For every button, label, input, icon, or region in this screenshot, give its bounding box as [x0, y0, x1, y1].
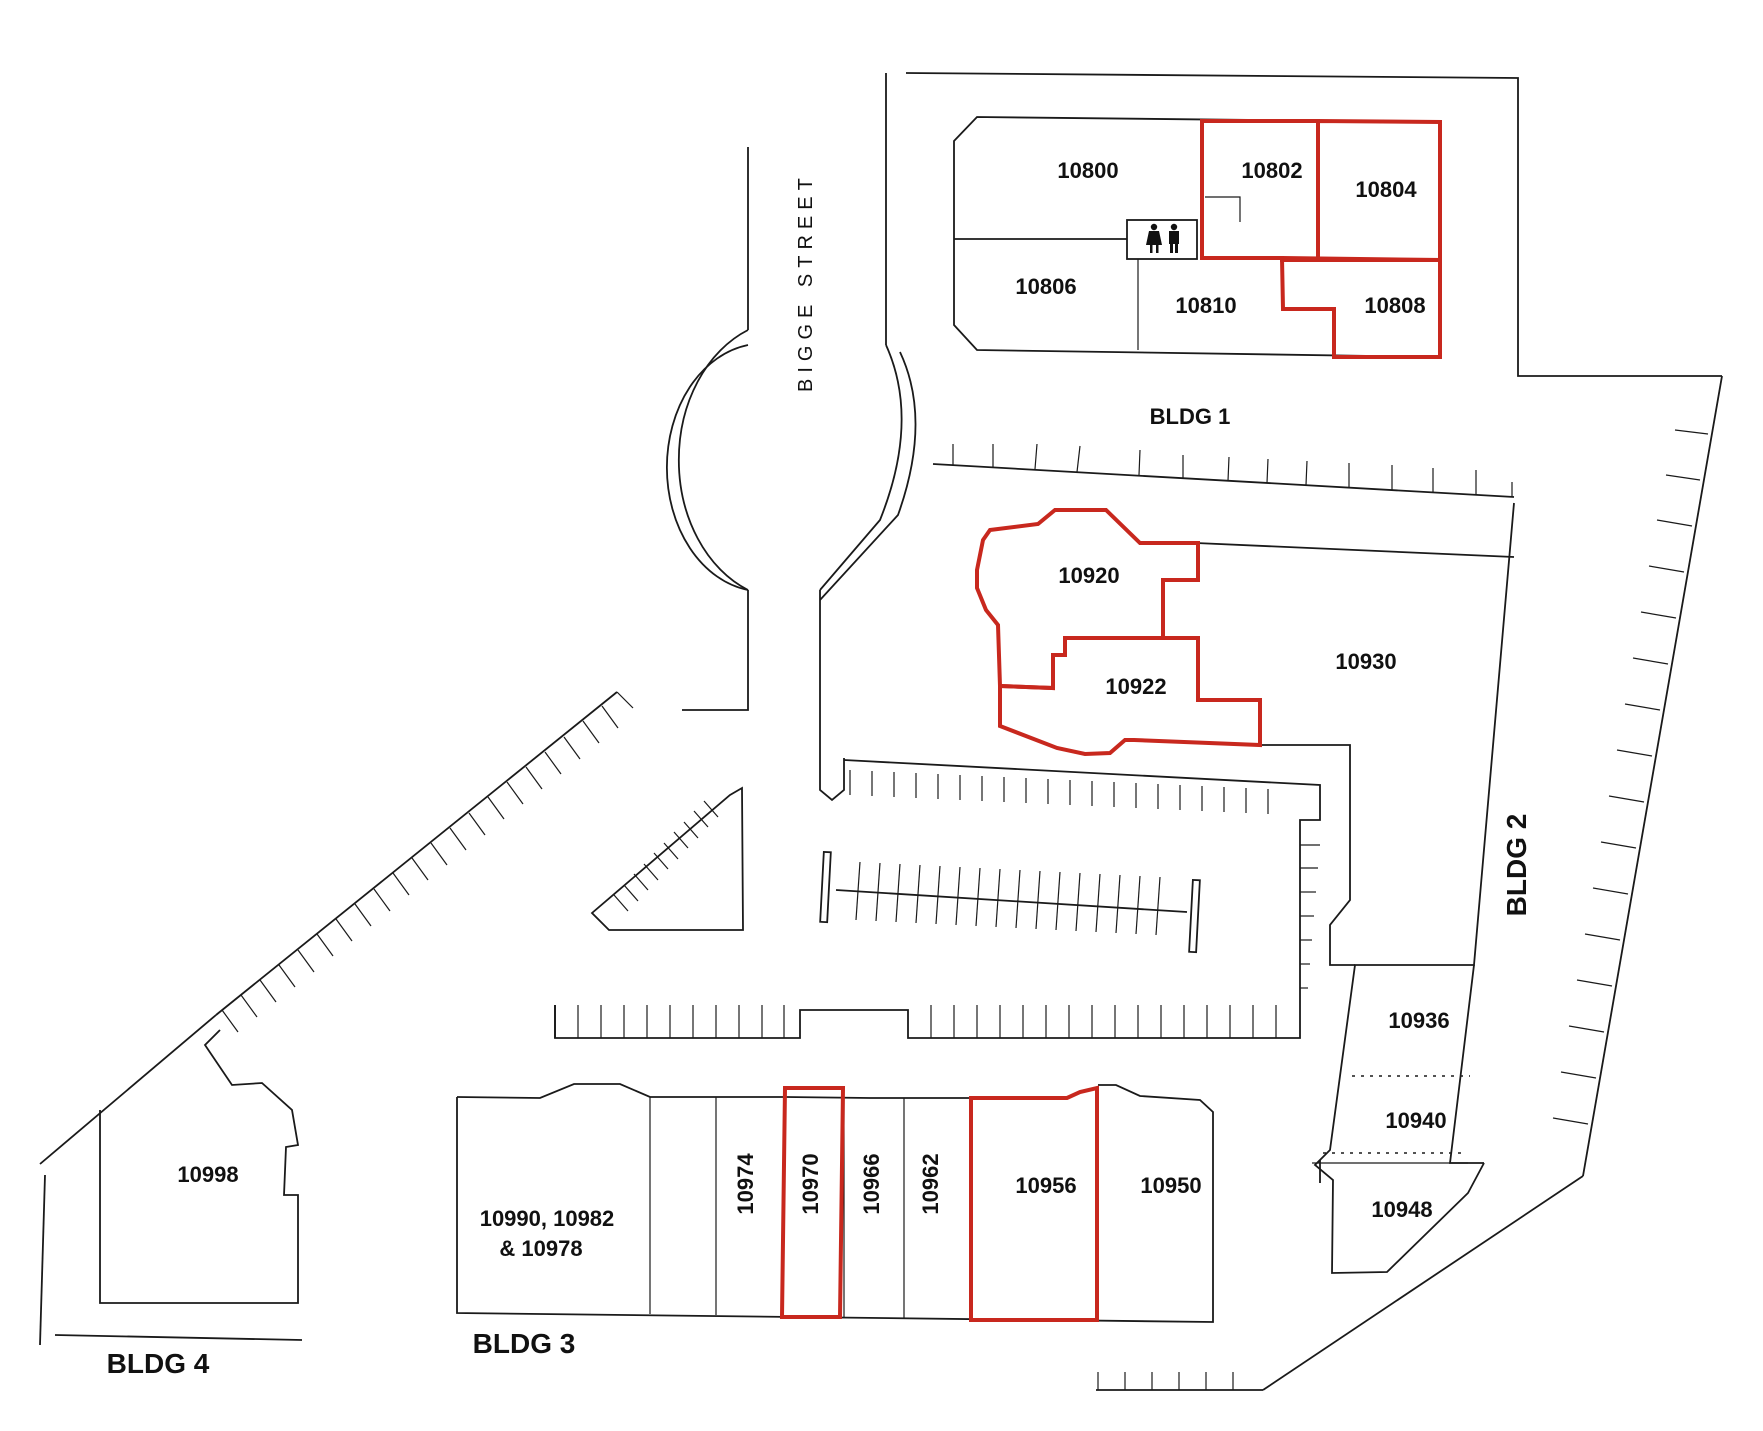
unit-label-10804: 10804 [1355, 177, 1417, 202]
unit-label-10990-line1: 10990, 10982 [480, 1206, 615, 1231]
parking-stalls-central-east [1300, 844, 1320, 989]
unit-label-10966: 10966 [859, 1153, 884, 1214]
unit-label-10920: 10920 [1058, 563, 1119, 588]
parking-row-east [1096, 375, 1723, 1391]
unit-label-10956: 10956 [1015, 1173, 1076, 1198]
unit-label-10948: 10948 [1371, 1197, 1432, 1222]
unit-label-10806: 10806 [1015, 274, 1076, 299]
unit-label-10998: 10998 [177, 1162, 238, 1187]
restroom-icon [1146, 223, 1179, 253]
unit-label-10922: 10922 [1105, 674, 1166, 699]
highlight-10970[interactable] [779, 1086, 846, 1319]
bigge-street-road [665, 72, 1722, 802]
building-label-1: BLDG 1 [1150, 404, 1231, 429]
highlight-10956[interactable] [969, 1085, 1099, 1322]
unit-label-10970: 10970 [798, 1153, 823, 1214]
central-parking [554, 759, 1321, 1039]
parking-row-west [39, 691, 634, 1346]
highlight-10808[interactable] [1279, 255, 1442, 359]
unit-label-10810: 10810 [1175, 293, 1236, 318]
street-label: BIGGE STREET [795, 172, 817, 392]
highlight-10802[interactable] [1200, 119, 1320, 262]
unit-label-10950: 10950 [1140, 1173, 1201, 1198]
building-label-2: BLDG 2 [1501, 814, 1532, 917]
parking-stalls-central-bottom [577, 1005, 1277, 1038]
parking-row-bldg1 [932, 443, 1515, 498]
building-1 [953, 116, 1441, 358]
unit-label-10930: 10930 [1335, 649, 1396, 674]
building-4 [54, 1029, 303, 1341]
highlight-10922[interactable] [998, 636, 1262, 757]
unit-label-10808: 10808 [1364, 293, 1425, 318]
building-2 [1195, 502, 1515, 1274]
unit-label-10940: 10940 [1385, 1108, 1446, 1133]
unit-label-10990-line2: & 10978 [499, 1236, 582, 1261]
parking-island [819, 850, 1201, 954]
building-label-3: BLDG 3 [473, 1328, 576, 1359]
highlight-10920[interactable] [975, 508, 1200, 691]
parking-stalls-central-top [849, 770, 1269, 814]
building-3 [456, 1083, 1214, 1323]
unit-label-10974: 10974 [733, 1153, 758, 1215]
unit-label-10802: 10802 [1241, 158, 1302, 183]
unit-label-10800: 10800 [1057, 158, 1118, 183]
triangle-island [590, 786, 744, 931]
unit-label-10936: 10936 [1388, 1008, 1449, 1033]
unit-label-10962: 10962 [918, 1153, 943, 1214]
building-label-4: BLDG 4 [107, 1348, 210, 1379]
